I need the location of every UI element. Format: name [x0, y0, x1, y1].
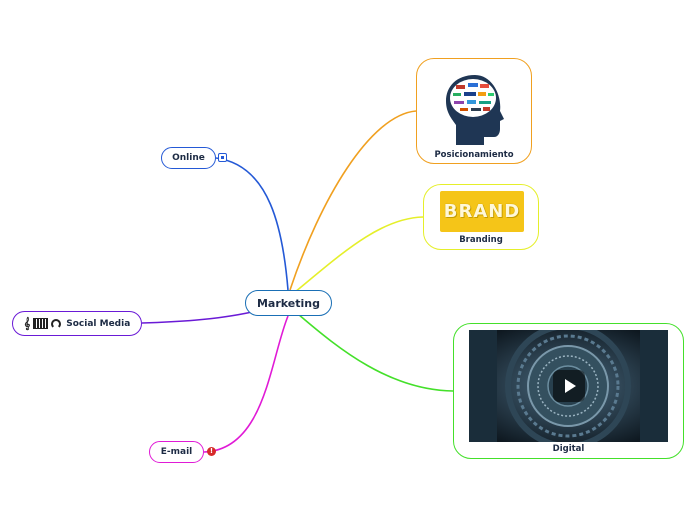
- topic-branding-label: Branding: [459, 235, 503, 245]
- topic-email-label: E-mail: [160, 447, 193, 457]
- topic-posicionamiento-label: Posicionamiento: [434, 150, 514, 160]
- play-icon: [565, 379, 576, 393]
- link-social-media: [141, 311, 253, 324]
- topic-social-media[interactable]: 𝄞 Social Media: [12, 311, 142, 336]
- central-topic-label: Marketing: [256, 296, 320, 310]
- video-thumbnail[interactable]: [469, 330, 668, 442]
- priority-marker-text: !: [209, 447, 214, 455]
- topic-posicionamiento[interactable]: Posicionamiento: [416, 58, 532, 164]
- topic-online[interactable]: Online: [161, 147, 216, 169]
- topic-digital[interactable]: Digital: [453, 323, 684, 459]
- brand-image: BRAND: [440, 191, 524, 232]
- topic-email[interactable]: E-mail: [149, 441, 204, 463]
- central-topic-marketing[interactable]: Marketing: [245, 290, 332, 316]
- brand-image-text: BRAND: [443, 201, 521, 222]
- link-digital: [297, 313, 454, 392]
- topic-branding[interactable]: BRAND Branding: [423, 184, 539, 250]
- piano-icon: [33, 318, 49, 329]
- head-brands-image: [446, 75, 504, 145]
- link-email: [203, 315, 289, 453]
- attachment-icon[interactable]: [218, 153, 227, 162]
- link-branding: [294, 216, 424, 293]
- link-posicionamiento: [289, 110, 417, 291]
- play-button[interactable]: [553, 370, 585, 402]
- topic-digital-label: Digital: [552, 444, 585, 454]
- priority-marker-icon: !: [207, 447, 216, 456]
- link-online: [215, 157, 289, 291]
- music-score-icon: 𝄞: [23, 316, 31, 330]
- topic-social-media-label: Social Media: [66, 318, 131, 329]
- headphones-icon: [51, 318, 62, 329]
- topic-online-label: Online: [172, 153, 205, 163]
